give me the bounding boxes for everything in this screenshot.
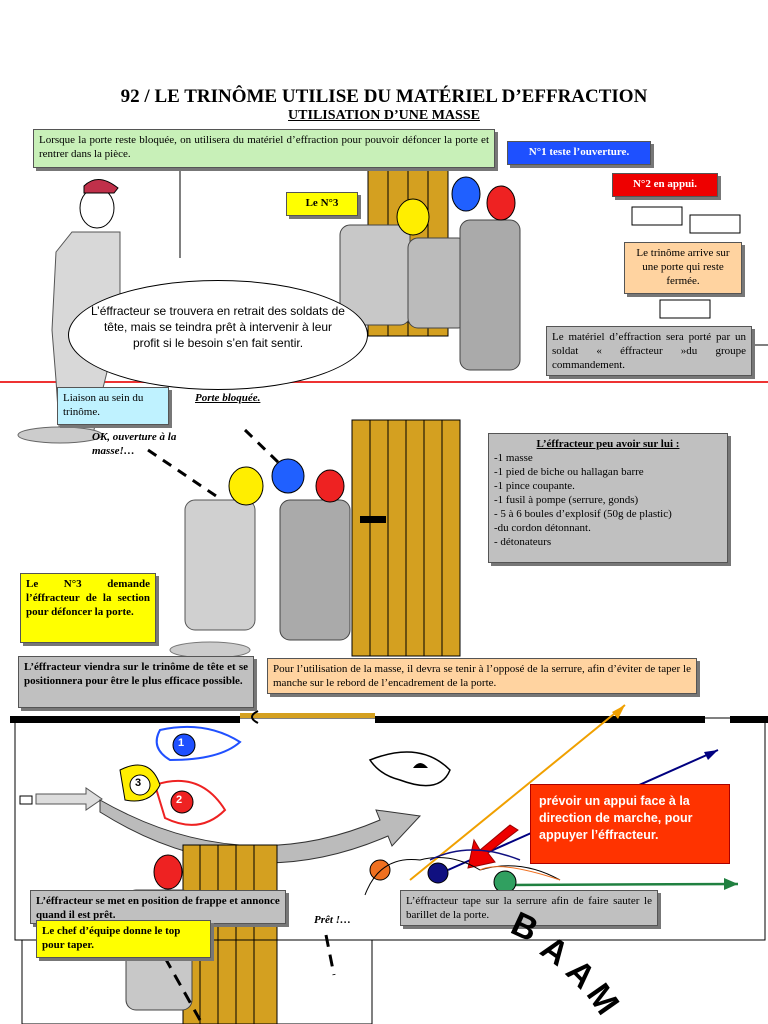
page-subtitle: UTILISATION D’UNE MASSE	[288, 108, 480, 123]
marker-3: 3	[135, 777, 142, 789]
door-panel-2	[351, 419, 461, 657]
gear-list-title: L’éffracteur peu avoir sur lui :	[536, 438, 680, 450]
gear-item: -1 masse	[494, 452, 533, 464]
gear-item: - 5 à 6 boules d’explosif (50g de plasti…	[494, 508, 672, 520]
frappe-box: L’éffracteur tape sur la serrure afin de…	[400, 890, 658, 926]
chef-top-box: Le chef d’équipe donne le top pour taper…	[36, 920, 211, 958]
pret-label: Prêt !…	[314, 914, 351, 926]
topdown-operators	[119, 725, 242, 826]
speech-bubble: L’éffracteur se trouvera en retrait des …	[68, 280, 368, 390]
no2-label: N°2 en appui.	[612, 173, 718, 197]
position-frappe-box: L’éffracteur se met en position de frapp…	[30, 890, 286, 924]
gear-item: -1 pince coupante.	[494, 480, 575, 492]
effracteur-viendra-box: L’éffracteur viendra sur le trinôme de t…	[18, 656, 254, 708]
marker-2: 2	[176, 794, 183, 806]
no3-label: Le N°3	[286, 192, 358, 216]
page-title: 92 / LE TRINÔME UTILISE DU MATÉRIEL D’EF…	[120, 86, 648, 107]
prevoir-appui-alert: prévoir un appui face à la direction de …	[530, 784, 730, 864]
marker-1: 1	[178, 737, 185, 749]
no3-demande-box: Le N°3 demande l’éffracteur de la sectio…	[20, 573, 156, 643]
soldiers-panel-1	[339, 176, 521, 371]
gear-item: -du cordon détonnant.	[494, 522, 591, 534]
porte-bloquee-label: Porte bloquée.	[195, 392, 261, 404]
gear-list: -1 masse -1 pied de biche ou hallagan ba…	[494, 451, 722, 549]
gear-list-box: L’éffracteur peu avoir sur lui : -1 mass…	[488, 433, 728, 563]
soldiers-panel-2	[169, 458, 351, 659]
intro-box: Lorsque la porte reste bloquée, on utili…	[33, 129, 495, 168]
ok-ouverture-label: OK, ouverture à la masse!…	[92, 431, 177, 457]
no1-label: N°1 teste l’ouverture.	[507, 141, 651, 165]
liaison-box: Liaison au sein du trinôme.	[57, 387, 169, 425]
gear-item: -1 fusil à pompe (serrure, gonds)	[494, 494, 639, 506]
gear-item: -1 pied de biche ou hallagan barre	[494, 466, 644, 478]
materiel-porte-box: Le matériel d’effraction sera porté par …	[546, 326, 752, 376]
trinome-arrive-box: Le trinôme arrive sur une porte qui rest…	[624, 242, 742, 294]
gear-item: - détonateurs	[494, 536, 552, 548]
utilisation-masse-box: Pour l’utilisation de la masse, il devra…	[267, 658, 697, 694]
